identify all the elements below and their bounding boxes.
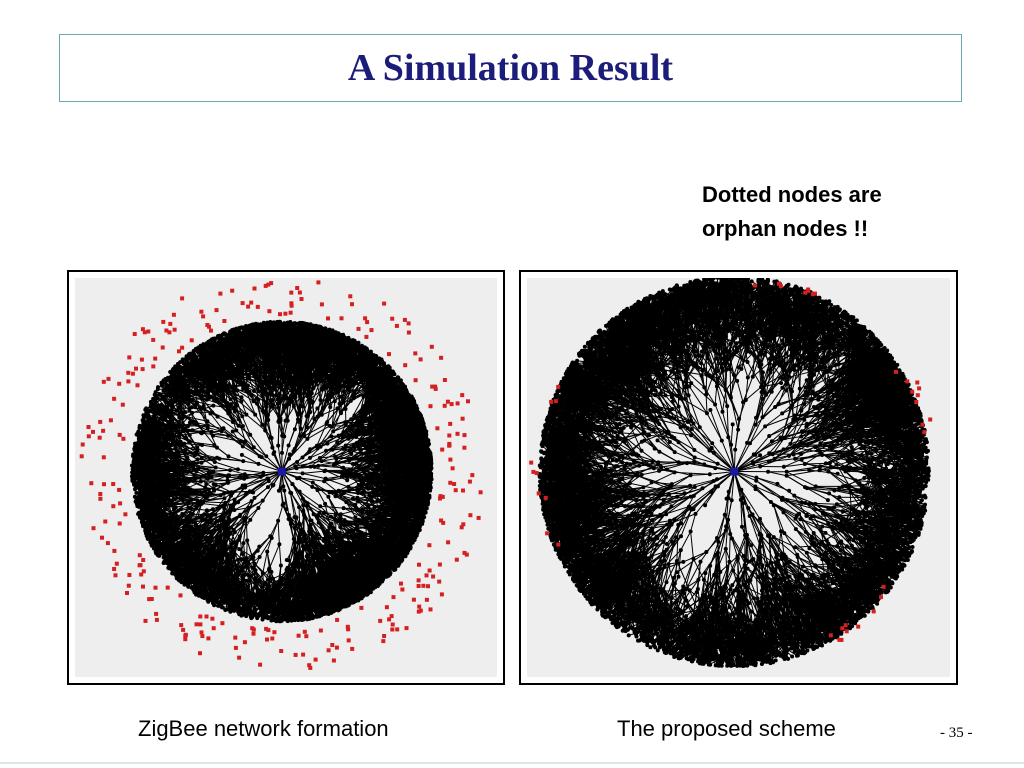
network-link (302, 457, 321, 467)
network-link (340, 513, 362, 524)
network-link (343, 507, 367, 520)
network-link (324, 476, 348, 482)
network-link (348, 486, 369, 489)
network-link (296, 477, 318, 491)
network-link (312, 486, 330, 493)
network-link (298, 507, 301, 524)
network-link (302, 510, 312, 526)
network-link (302, 498, 325, 514)
network-link (320, 505, 344, 509)
network-link (249, 507, 259, 521)
zigbee-network-panel (67, 270, 505, 685)
network-link (357, 498, 371, 511)
zigbee-network-graph (79, 280, 483, 670)
network-link (246, 540, 248, 559)
network-link (289, 492, 297, 518)
network-link (294, 548, 309, 566)
network-link (283, 490, 287, 510)
network-link (259, 537, 273, 558)
slide-title: A Simulation Result (348, 46, 673, 90)
network-link (318, 464, 334, 467)
title-box: A Simulation Result (59, 34, 962, 102)
network-link (262, 484, 274, 501)
network-link (290, 520, 303, 533)
zigbee-network-plot-area (75, 278, 497, 677)
network-link (299, 477, 325, 482)
network-link (340, 509, 358, 515)
network-link (278, 544, 282, 566)
network-link (290, 492, 304, 511)
network-link (343, 492, 358, 499)
network-link (310, 524, 322, 546)
orphan-note-line-2: orphan nodes !! (702, 212, 1002, 246)
network-link (328, 527, 340, 543)
network-link (302, 472, 326, 480)
network-link (277, 520, 280, 545)
network-link (287, 548, 296, 569)
network-link (310, 520, 319, 535)
network-link (262, 551, 268, 574)
network-link (316, 517, 328, 533)
orphan-note: Dotted nodes are orphan nodes !! (702, 178, 1002, 246)
network-link (258, 535, 271, 547)
network-link (299, 534, 315, 559)
network-link (368, 488, 386, 490)
network-link (266, 537, 273, 552)
network-link (362, 506, 380, 510)
network-link (343, 535, 357, 542)
network-link (302, 498, 312, 521)
network-link (323, 512, 341, 515)
orphan-note-line-1: Dotted nodes are (702, 178, 1002, 212)
network-link (317, 489, 326, 505)
network-link (269, 520, 279, 537)
network-link (291, 483, 304, 499)
network-link (299, 491, 321, 507)
network-link (317, 489, 339, 492)
network-link (291, 483, 304, 506)
network-link (302, 470, 325, 474)
network-link (268, 544, 280, 570)
